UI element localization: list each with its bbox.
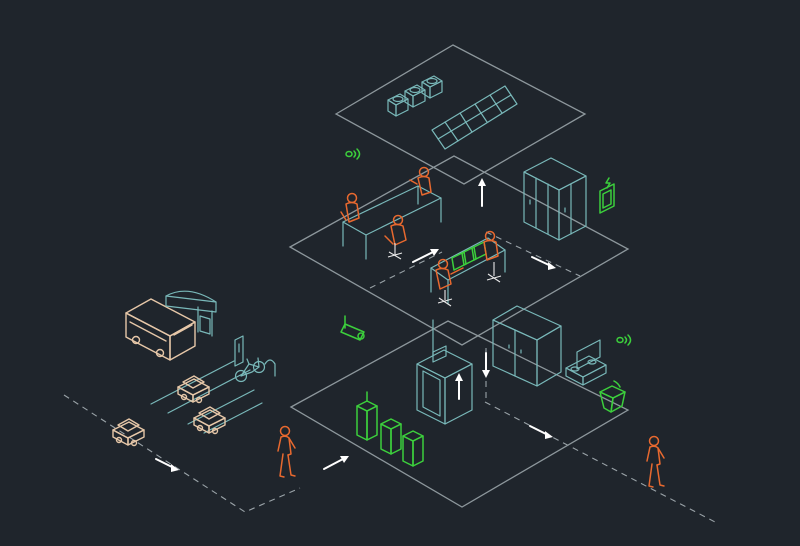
turnstile-icon — [356, 391, 424, 467]
rooftop-hvac-icon — [387, 75, 443, 117]
restroom-sink-icon — [565, 339, 607, 386]
street-paths — [63, 231, 716, 523]
car-icon — [177, 375, 210, 404]
wifi-sensor-icon — [616, 334, 632, 346]
electric-panel-icon — [599, 177, 615, 214]
bus-icon — [125, 298, 196, 361]
car-icon — [193, 406, 226, 435]
solar-panel-icon — [431, 85, 518, 150]
security-camera-icon — [340, 315, 365, 341]
desk-worker-icon — [340, 166, 506, 307]
smart-bin-icon — [599, 380, 626, 413]
lockers-icon — [492, 305, 562, 387]
ev-charger-icon — [234, 335, 276, 377]
car-icon — [112, 418, 145, 447]
office-floor-plate — [288, 155, 630, 346]
ground-floor-plate — [289, 320, 630, 508]
lockers-icon — [523, 157, 587, 241]
elevator-icon — [416, 319, 473, 425]
parking-lines — [150, 360, 263, 434]
wifi-sensor-icon — [345, 148, 361, 160]
pedestrian-icon — [277, 425, 296, 478]
pedestrian-icon — [646, 435, 665, 488]
roof-plate — [334, 44, 587, 185]
flow-arrows — [155, 178, 556, 472]
bus-stop-icon — [165, 290, 217, 337]
bicycle-icon — [234, 357, 266, 383]
